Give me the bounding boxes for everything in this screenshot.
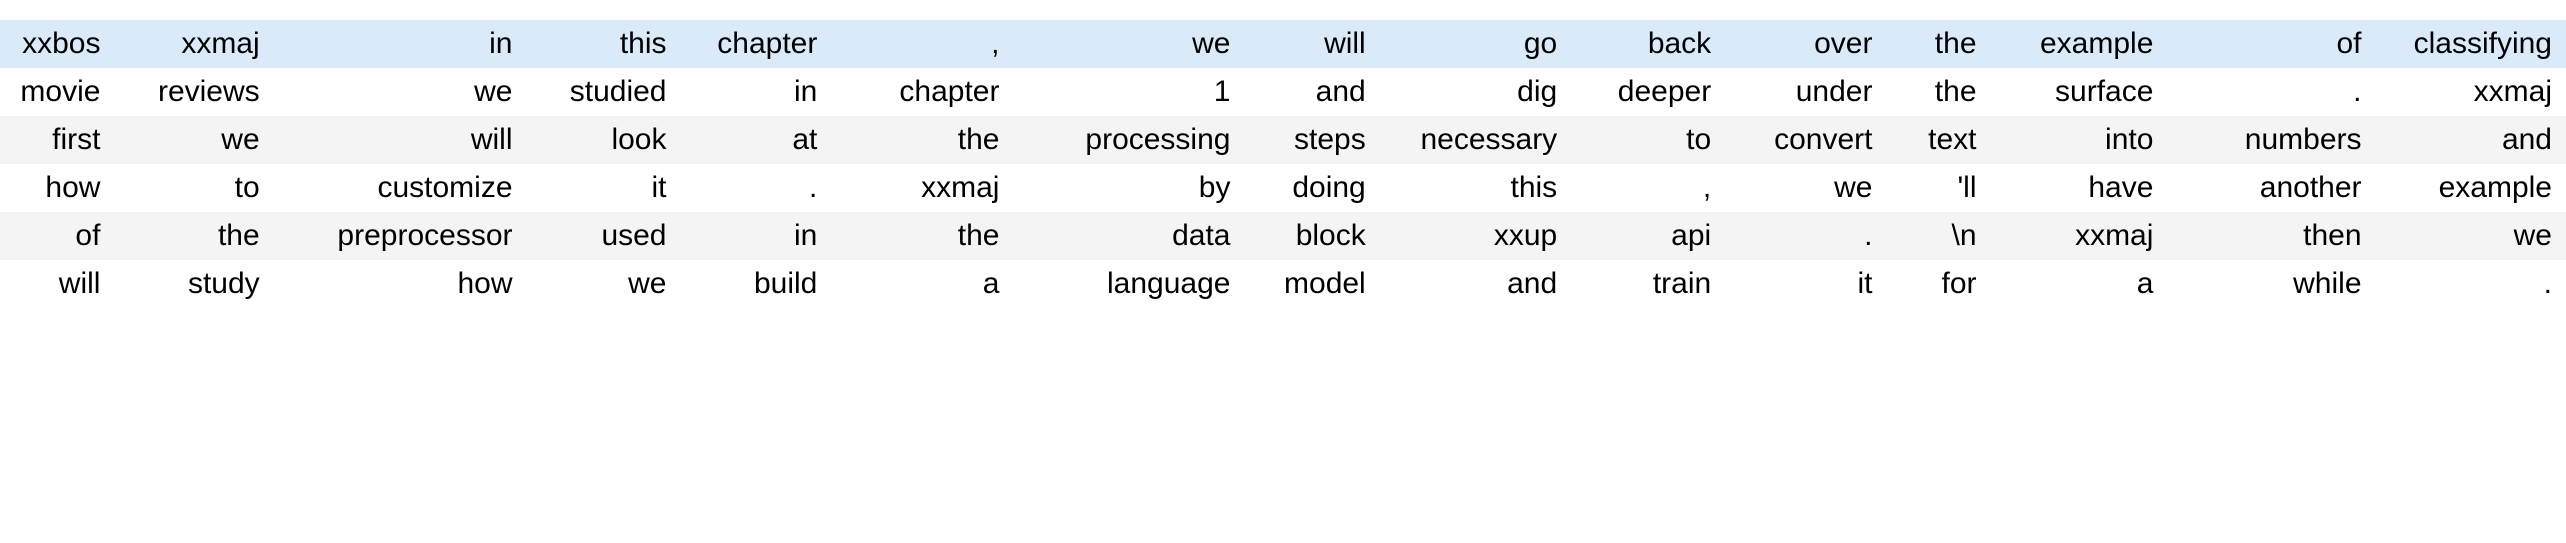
token-cell: we [526,260,681,308]
token-cell: model [1244,260,1380,308]
token-cell: , [1571,164,1726,212]
token-cell: we [273,68,527,116]
token-cell: go [1379,20,1572,68]
token-cell: in [273,20,527,68]
token-cell: . [680,164,832,212]
token-cell: the [1886,68,1991,116]
token-cell: for [1886,260,1991,308]
token-cell: reviews [114,68,274,116]
token-cell: , [831,20,1014,68]
token-cell: example [1990,20,2168,68]
token-cell: a [831,260,1014,308]
token-cell: then [2167,212,2376,260]
token-cell: a [1990,260,2168,308]
token-cell: we [1013,20,1245,68]
token-cell: and [1244,68,1380,116]
token-cell: preprocessor [273,212,527,260]
token-cell: xxbos [0,20,115,68]
token-cell: the [831,212,1014,260]
token-cell: necessary [1379,116,1572,164]
token-cell: text [1886,116,1991,164]
token-cell: steps [1244,116,1380,164]
token-cell: the [1886,20,1991,68]
token-cell: and [1379,260,1572,308]
token-cell: in [680,68,832,116]
token-cell: will [0,260,115,308]
token-cell: . [2167,68,2376,116]
token-cell: the [114,212,274,260]
token-cell: how [273,260,527,308]
token-cell: chapter [831,68,1014,116]
token-cell: xxmaj [1990,212,2168,260]
token-cell: will [273,116,527,164]
token-cell: the [831,116,1014,164]
token-cell: build [680,260,832,308]
token-cell: movie [0,68,115,116]
token-cell: doing [1244,164,1380,212]
token-cell: in [680,212,832,260]
token-cell: and [2375,116,2566,164]
token-cell: numbers [2167,116,2376,164]
token-cell: how [0,164,115,212]
token-cell: back [1571,20,1726,68]
token-cell: first [0,116,115,164]
token-cell: we [1725,164,1887,212]
token-cell: convert [1725,116,1887,164]
token-cell: will [1244,20,1380,68]
token-cell: into [1990,116,2168,164]
token-cell: classifying [2375,20,2566,68]
token-cell: surface [1990,68,2168,116]
token-cell: example [2375,164,2566,212]
token-cell: by [1013,164,1245,212]
token-cell: xxmaj [2375,68,2566,116]
token-cell: processing [1013,116,1245,164]
token-cell: over [1725,20,1887,68]
token-cell: while [2167,260,2376,308]
token-cell: have [1990,164,2168,212]
token-cell: chapter [680,20,832,68]
token-cell: it [1725,260,1887,308]
token-cell: customize [273,164,527,212]
token-cell: to [1571,116,1726,164]
token-cell: 1 [1013,68,1245,116]
token-cell: xxmaj [831,164,1014,212]
token-cell: . [2375,260,2566,308]
token-cell: another [2167,164,2376,212]
token-cell: we [114,116,274,164]
token-cell: this [526,20,681,68]
token-cell: of [0,212,115,260]
token-cell: block [1244,212,1380,260]
token-cell: . [1725,212,1887,260]
token-cell: api [1571,212,1726,260]
token-cell: xxmaj [114,20,274,68]
token-cell: at [680,116,832,164]
token-cell: to [114,164,274,212]
token-cell: dig [1379,68,1572,116]
token-cell: studied [526,68,681,116]
token-cell: study [114,260,274,308]
token-cell: data [1013,212,1245,260]
token-cell: used [526,212,681,260]
token-cell: we [2375,212,2566,260]
token-cell: xxup [1379,212,1572,260]
token-cell: 'll [1886,164,1991,212]
token-cell: deeper [1571,68,1726,116]
token-cell: under [1725,68,1887,116]
token-cell: of [2167,20,2376,68]
token-cell: \n [1886,212,1991,260]
token-cell: this [1379,164,1572,212]
token-cell: train [1571,260,1726,308]
token-cell: look [526,116,681,164]
token-cell: it [526,164,681,212]
token-cell: language [1013,260,1245,308]
